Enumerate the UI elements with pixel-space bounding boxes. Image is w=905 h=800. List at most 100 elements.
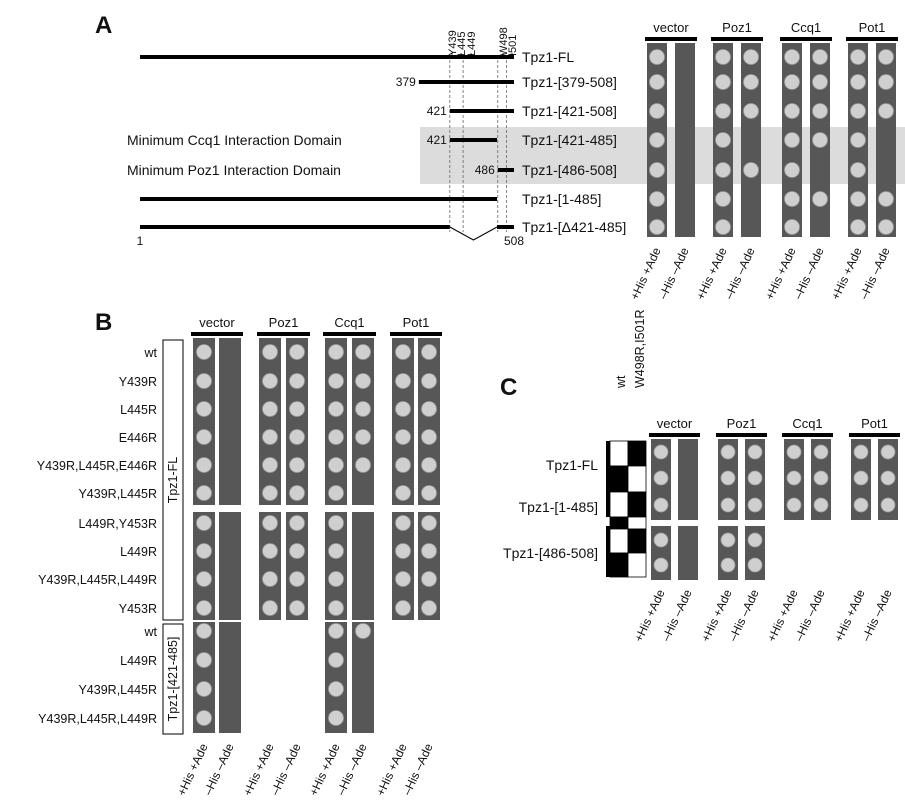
panel-c-spot [720,470,736,486]
panel-letter-b: B [95,309,112,336]
key-cell [627,516,647,530]
mutant-label: Y439R,L445R,E446R [37,459,157,473]
panel-a-spot [784,191,800,207]
panel-c-spot [653,470,669,486]
panel-b-strip-mid-1 [219,512,241,620]
panel-b-spot [328,429,344,445]
panel-b-spot [196,344,212,360]
panel-b-spot [196,429,212,445]
panel-c-header-label: Poz1 [727,416,757,431]
panel-a-strip-3 [741,43,761,237]
panel-b-sub-spot [328,681,344,697]
panel-b-spot [289,571,305,587]
panel-b-strip-top-6 [392,338,414,505]
mutant-label: L449R [120,545,157,559]
start-residue: 1 [137,234,144,248]
panel-b-spot [289,600,305,616]
tpz1-sub-group-label: Tpz1-[421-485] [166,637,180,722]
panel-b-spot [328,600,344,616]
panel-c-spot [880,497,896,513]
panel-b-strip-sub-2 [325,622,347,733]
panel-a-spot [850,162,866,178]
panel-c-header-label: Pot1 [861,416,888,431]
panel-b-spot [421,457,437,473]
start-residue: 421 [427,104,447,118]
panel-b-spot [196,543,212,559]
panel-b-spot [421,485,437,501]
panel-b-spot [395,373,411,389]
panel-a-spot [850,103,866,119]
panel-c-spot [720,444,736,460]
panel-c-spot [813,470,829,486]
panel-a-spot [649,103,665,119]
panel-c-strip-top-1 [678,439,698,520]
panel-c-spot [786,470,802,486]
construct-label: Tpz1-[1-485] [519,499,598,515]
panel-b-strip-mid-4 [325,512,347,620]
panel-b-spot [421,515,437,531]
mutant-label: wt [144,625,158,639]
panel-b-spot [421,344,437,360]
panel-a-spot [715,219,731,235]
panel-b-spot [196,600,212,616]
panel-b-strip-mid-3 [286,512,308,620]
panel-b-spot [289,429,305,445]
panel-c-spot [747,444,763,460]
panel-b-header-bar [323,332,376,336]
construct-bar [449,138,498,142]
panel-b-spot [328,457,344,473]
panel-c-spot [880,470,896,486]
key-col-mutant: W498R,I501R [633,309,647,388]
panel-b-spot [196,485,212,501]
panel-a-spot [812,103,828,119]
key-cell [627,528,647,554]
panel-c-strip-bot-1 [678,526,698,580]
construct-label: Tpz1-[421-508] [522,103,617,119]
panel-a-spot [812,74,828,90]
panel-b-header-label: vector [199,315,235,330]
panel-b-strip-top-5 [352,338,374,505]
panel-a-spot [715,191,731,207]
key-cell [609,552,629,578]
panel-a-header-bar [780,37,832,41]
panel-a-strip-1 [675,43,695,237]
panel-a-spot [715,132,731,148]
panel-b-header-bar [191,332,243,336]
mutant-label: Y439R,L445R [78,487,157,501]
panel-a-spot [715,103,731,119]
residue-label: W498 [498,27,510,56]
panel-b-spot [395,571,411,587]
tpz1-fl-group-label: Tpz1-FL [166,457,180,504]
panel-c-spot [853,470,869,486]
panel-b-header-label: Pot1 [403,315,430,330]
panel-a-header-bar [846,37,898,41]
construct-group-bar [606,441,611,517]
panel-b-spot [262,515,278,531]
construct-label: Tpz1-FL [522,49,574,65]
panel-b-strip-top-2 [259,338,281,505]
panel-c-spot [747,532,763,548]
panel-a-spot [850,49,866,65]
panel-b-strip-top-0 [193,338,215,505]
panel-b-spot [355,401,371,417]
panel-a-spot [878,219,894,235]
panel-b-strip-top-7 [418,338,440,505]
key-cell [609,491,629,518]
mutant-label: L449R,Y453R [78,517,157,531]
panel-b-spot [262,344,278,360]
construct-label: Tpz1-[1-485] [522,191,601,207]
panel-c-spot [747,470,763,486]
panel-b-spot [262,429,278,445]
construct-bar [497,225,514,229]
panel-b-spot [328,571,344,587]
start-residue: 421 [427,133,447,147]
end-residue: 508 [504,234,524,248]
panel-letter-a: A [95,12,112,39]
residue-label: Y439 [447,30,459,56]
panel-b-spot [196,571,212,587]
mutant-label: L445R [120,403,157,417]
panel-b-spot [328,401,344,417]
panel-b-spot [395,515,411,531]
